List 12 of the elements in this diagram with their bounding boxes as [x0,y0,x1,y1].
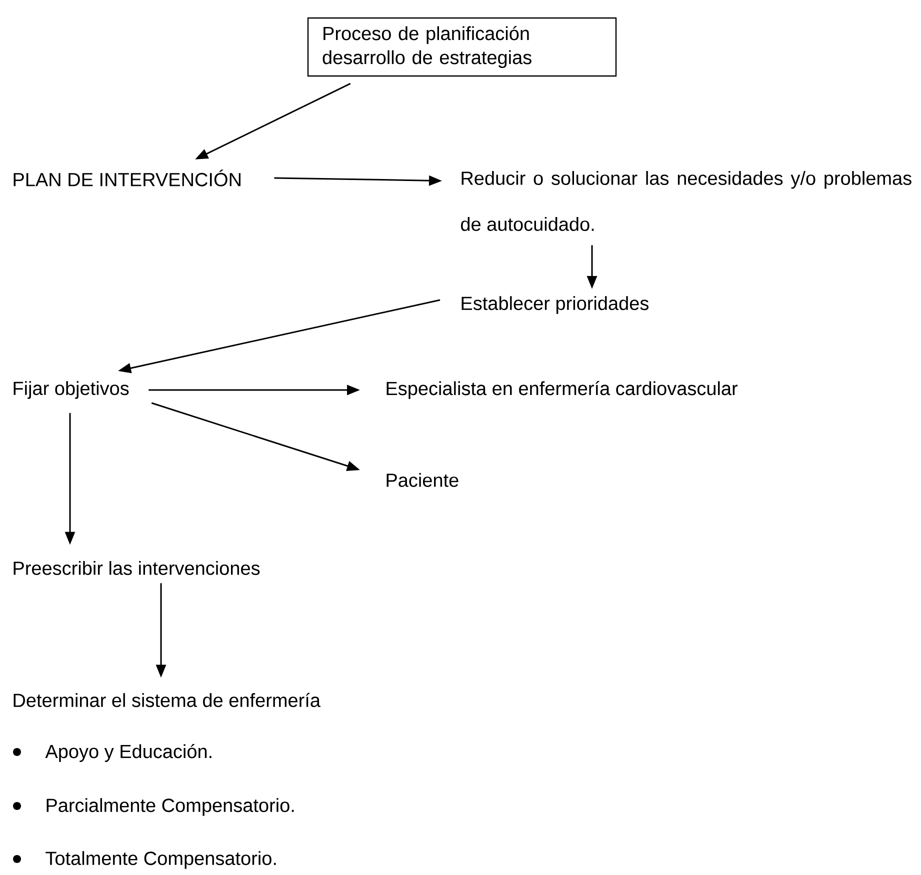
bullet-item: Apoyo y Educación. [13,744,212,762]
step-text: Establecer prioridades [462,296,648,314]
step-text: Fijar objetivos [14,381,129,399]
step-text: Especialista en enfermería cardiovascular [386,381,738,399]
step-text: Reducir o solucionar las necesidades y/o problemas de autocuidado. [461,171,912,231]
step-text: PLAN DE INTERVENCIÓN [14,170,240,186]
process-box: Proceso de planificación desarrollo de estrategias [307,17,617,77]
bullet-item: Totalmente Compensatorio. [13,851,276,869]
step-text: Determinar el sistema de enfermería [14,692,320,708]
step-text: Preescribir las intervenciones [14,561,260,575]
step-text: Paciente [386,473,458,487]
bullet-item: Parcialmente Compensatorio. [13,798,294,816]
